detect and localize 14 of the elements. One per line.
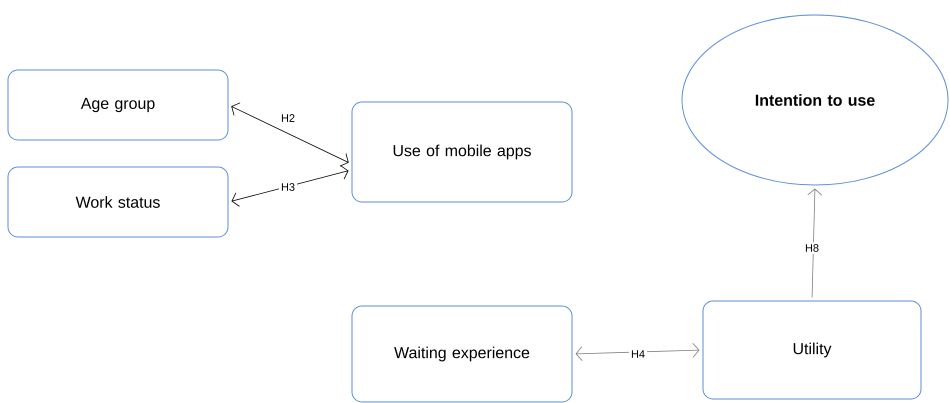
- process-box: Use of mobile apps: [352, 102, 572, 202]
- process-box: Work status: [8, 166, 228, 238]
- arrow: [576, 342, 700, 362]
- edge-label: H4: [629, 348, 647, 360]
- edge-label: H2: [279, 112, 297, 124]
- arrow: [231, 165, 349, 207]
- edge-label: H3: [279, 181, 297, 193]
- arrow: [807, 188, 822, 298]
- process-box: Age group: [8, 70, 228, 140]
- edge-label: H8: [803, 242, 821, 254]
- ellipse-node: Intention to use: [682, 14, 948, 186]
- arrow: [231, 102, 349, 167]
- process-box: Utility: [702, 300, 922, 400]
- process-box: Waiting experience: [352, 306, 572, 402]
